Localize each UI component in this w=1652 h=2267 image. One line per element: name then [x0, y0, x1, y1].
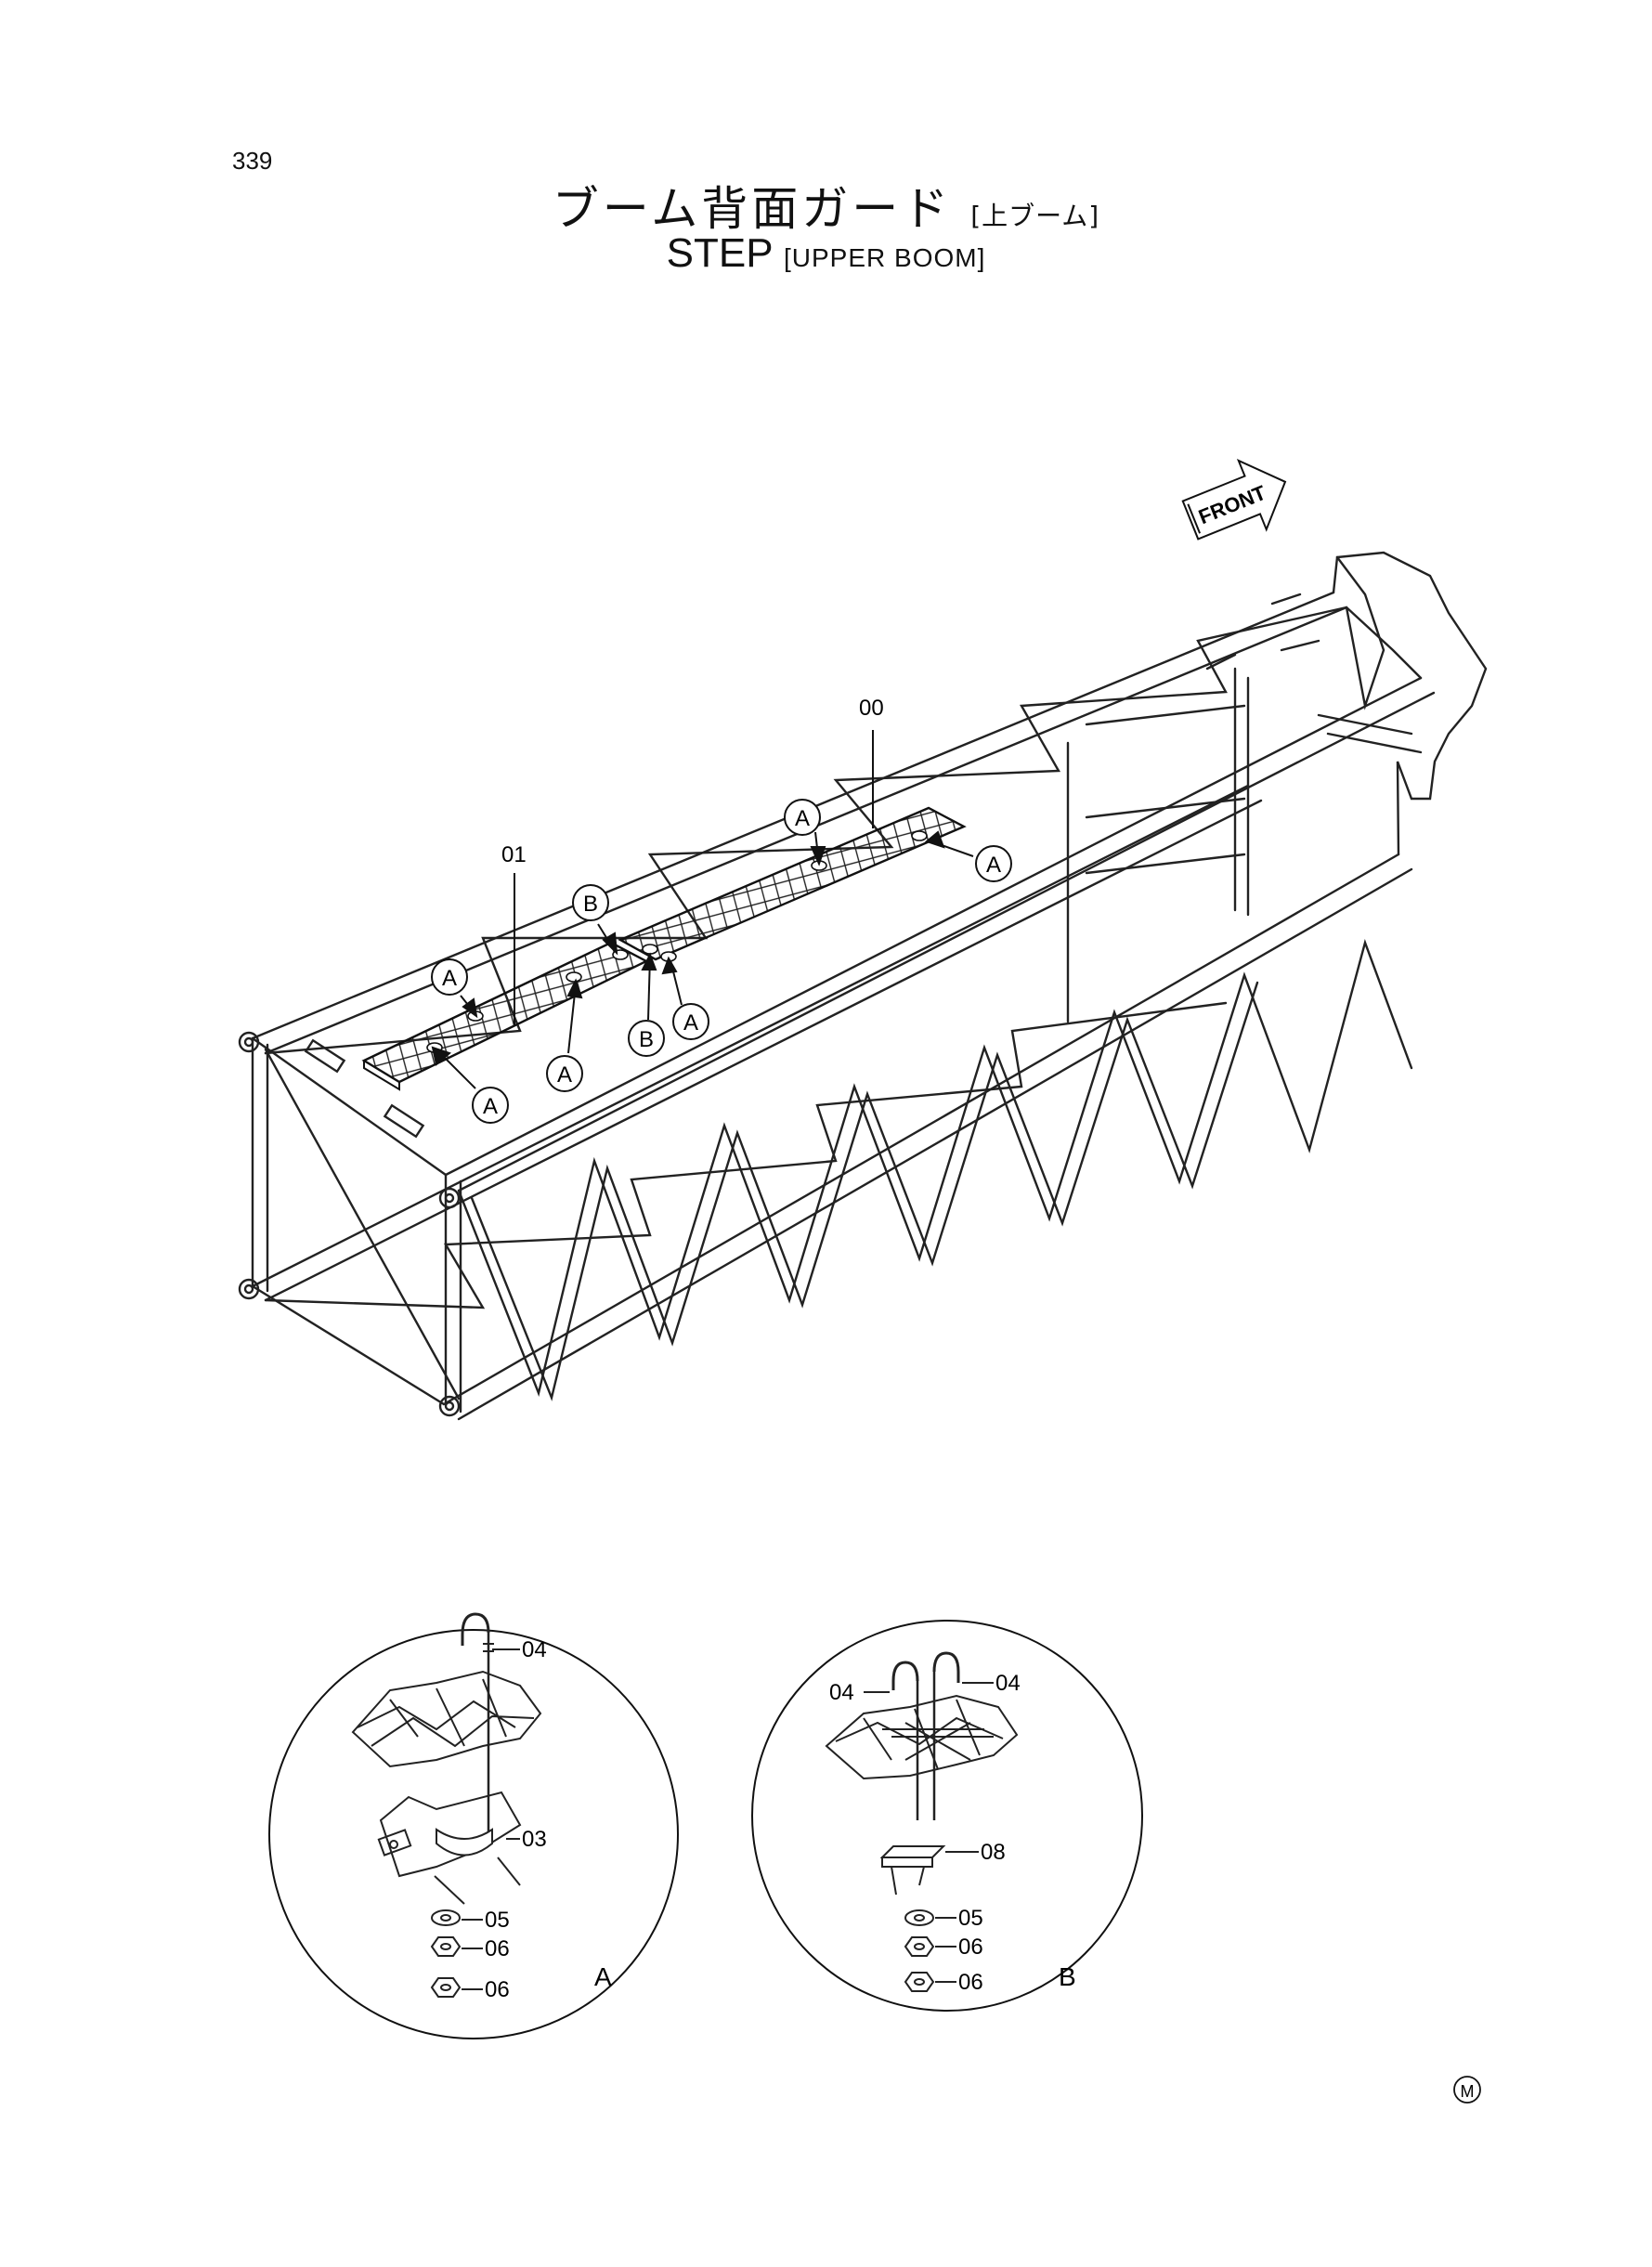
svg-text:A: A	[683, 1010, 698, 1036]
title-japanese-sub: [上ブーム]	[970, 201, 1100, 231]
detail-a-part-06-upper: 06	[485, 1936, 510, 1961]
svg-text:A: A	[795, 806, 810, 831]
svg-text:B: B	[583, 892, 598, 917]
detail-b-part-08: 08	[981, 1840, 1006, 1865]
title-japanese-main: ブーム背面ガード	[552, 182, 953, 236]
detail-b: 04 04 08 05 06 06 B	[751, 1620, 1143, 2012]
title-english-main: STEP	[666, 230, 773, 276]
front-arrow: FRONT	[1181, 458, 1287, 541]
detail-a-part-05: 05	[485, 1908, 510, 1933]
svg-text:A: A	[986, 853, 1001, 878]
main-callouts: A A B A B A A A 00 01	[431, 696, 1012, 1124]
detail-a: 04 03 05 06 06 A	[268, 1612, 679, 2039]
title-japanese: ブーム背面ガード [上ブーム]	[0, 172, 1652, 239]
callout-a-top: A	[784, 799, 821, 836]
callout-a-mid: A	[546, 1055, 583, 1092]
part-number-01: 01	[501, 842, 527, 867]
title-english: STEP [UPPER BOOM]	[0, 230, 1652, 277]
detail-a-part-04: 04	[522, 1637, 547, 1662]
part-number-00: 00	[859, 696, 884, 721]
callout-a-left: A	[431, 958, 468, 996]
detail-b-part-04-right: 04	[995, 1671, 1021, 1696]
model-mark-letter: M	[1461, 2082, 1475, 2101]
callout-leaders	[431, 730, 974, 1089]
detail-a-label: A	[594, 1962, 612, 1991]
callout-a-mid-right: A	[672, 1003, 709, 1040]
detail-b-part-06-lower: 06	[958, 1970, 983, 1995]
step-plates	[361, 806, 967, 1091]
svg-text:A: A	[442, 966, 457, 991]
model-mark: M	[1453, 2076, 1481, 2104]
callout-b-upper: B	[572, 884, 609, 921]
svg-text:B: B	[639, 1027, 654, 1052]
callout-a-bottom: A	[472, 1087, 509, 1124]
detail-b-part-06-upper: 06	[958, 1935, 983, 1960]
svg-text:A: A	[557, 1062, 572, 1088]
callout-a-right: A	[975, 845, 1012, 882]
title-english-sub: [UPPER BOOM]	[783, 243, 986, 272]
detail-b-part-05: 05	[958, 1906, 983, 1931]
callout-b-lower: B	[628, 1020, 665, 1057]
svg-text:A: A	[483, 1094, 498, 1119]
detail-a-part-03: 03	[522, 1827, 547, 1852]
page-number: 339	[232, 147, 273, 175]
detail-b-part-04-left: 04	[829, 1680, 854, 1705]
detail-b-label: B	[1059, 1962, 1076, 1991]
boom-structure	[238, 551, 1488, 1421]
detail-a-part-06-lower: 06	[485, 1977, 510, 2002]
